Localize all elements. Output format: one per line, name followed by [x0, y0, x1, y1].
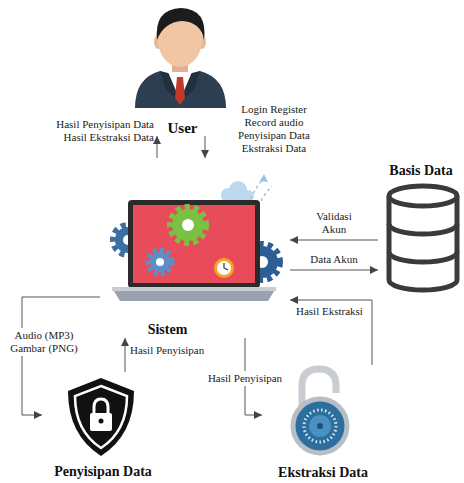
flow-arrow [290, 240, 378, 241]
edge-label: Audio (MP3) Gambar (PNG) [8, 328, 80, 356]
flow-arrow [290, 300, 372, 365]
edge-label: Validasi Akun [304, 210, 364, 236]
edge-label: Hasil Ekstraksi [296, 305, 363, 318]
database-icon [389, 186, 457, 290]
node-label: Basis Data [389, 163, 452, 179]
padlock-icon [293, 369, 347, 453]
node-label: Sistem [148, 322, 188, 338]
edge-label: Data Akun [304, 253, 364, 266]
node-label: Penyisipan Data [54, 464, 152, 480]
edge-label: Hasil Penyisipan [130, 344, 204, 357]
flow-arrow [125, 338, 126, 372]
diagram-node: Penyisipan Data [42, 372, 164, 480]
laptop-icon [112, 200, 276, 301]
user-icon [135, 8, 226, 108]
edge-label: Hasil Penyisipan [205, 371, 285, 386]
shield-icon [68, 378, 134, 456]
edge-label: Login Register Record audio Penyisipan D… [236, 103, 312, 155]
diagram-node: Sistem [100, 158, 290, 338]
node-label: User [168, 120, 198, 136]
diagram-node: User [125, 2, 240, 136]
flow-arrow [157, 136, 158, 158]
flow-arrow [290, 270, 378, 271]
edge-label: Hasil Penyisipan Data Hasil Ekstraksi Da… [46, 118, 154, 144]
diagram-node: Basis Data [378, 163, 464, 293]
flow-arrow [205, 136, 206, 158]
flow-arrow [22, 297, 100, 415]
node-label: Ekstraksi Data [278, 465, 368, 481]
